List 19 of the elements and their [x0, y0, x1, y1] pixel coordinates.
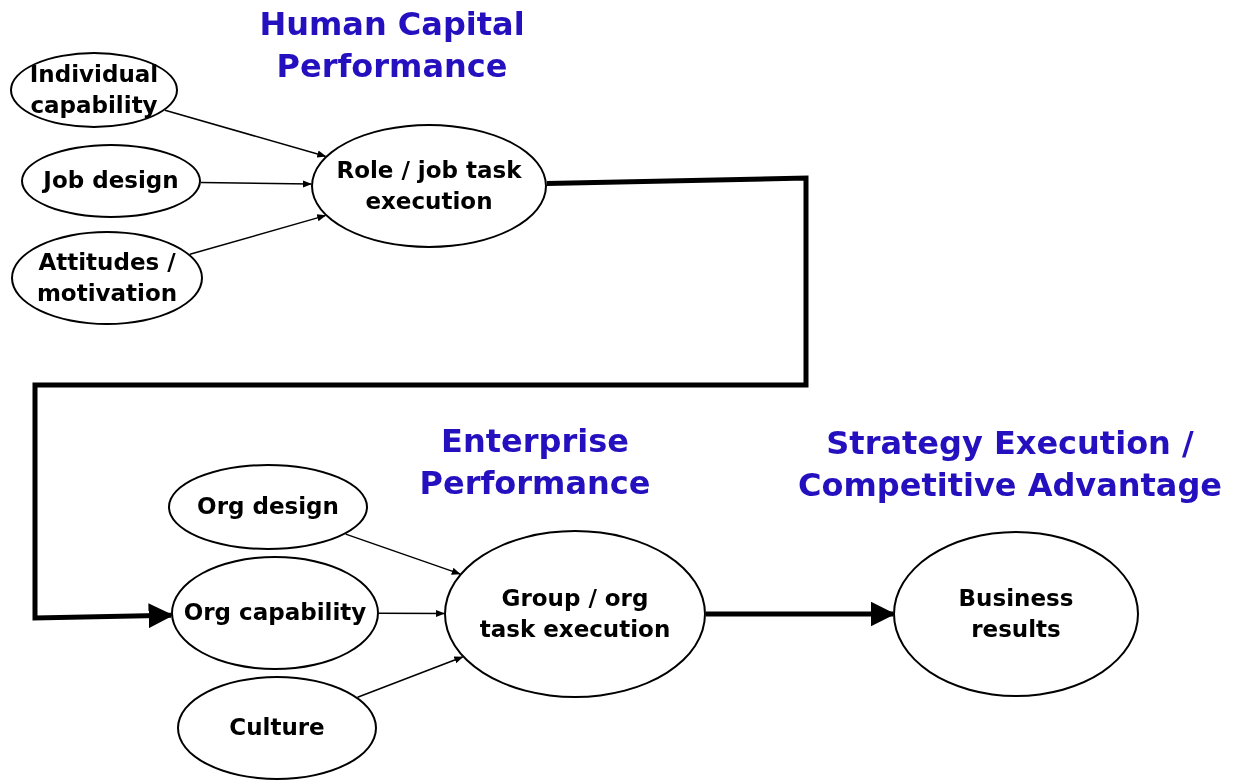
node-label: Individual capability: [28, 59, 160, 120]
node-label: Role / job task execution: [335, 155, 523, 216]
node-label: Org capability: [182, 598, 368, 628]
node-label: Group / org task execution: [478, 583, 672, 644]
node-label: Attitudes / motivation: [35, 247, 179, 308]
arrow: [344, 533, 461, 575]
node-label: Job design: [41, 166, 180, 196]
node-label: Culture: [228, 713, 326, 743]
section-heading: Strategy Execution / Competitive Advantage: [796, 423, 1224, 506]
arrow: [189, 214, 327, 256]
section-heading: Human Capital Performance: [258, 4, 526, 87]
arrow: [356, 656, 464, 698]
arrow: [200, 180, 312, 188]
arrow: [164, 109, 327, 158]
arrow: [32, 175, 809, 629]
section-heading: Enterprise Performance: [418, 421, 652, 504]
node-label: Org design: [196, 492, 340, 522]
arrow: [378, 609, 445, 618]
node-label: Business results: [957, 583, 1075, 644]
